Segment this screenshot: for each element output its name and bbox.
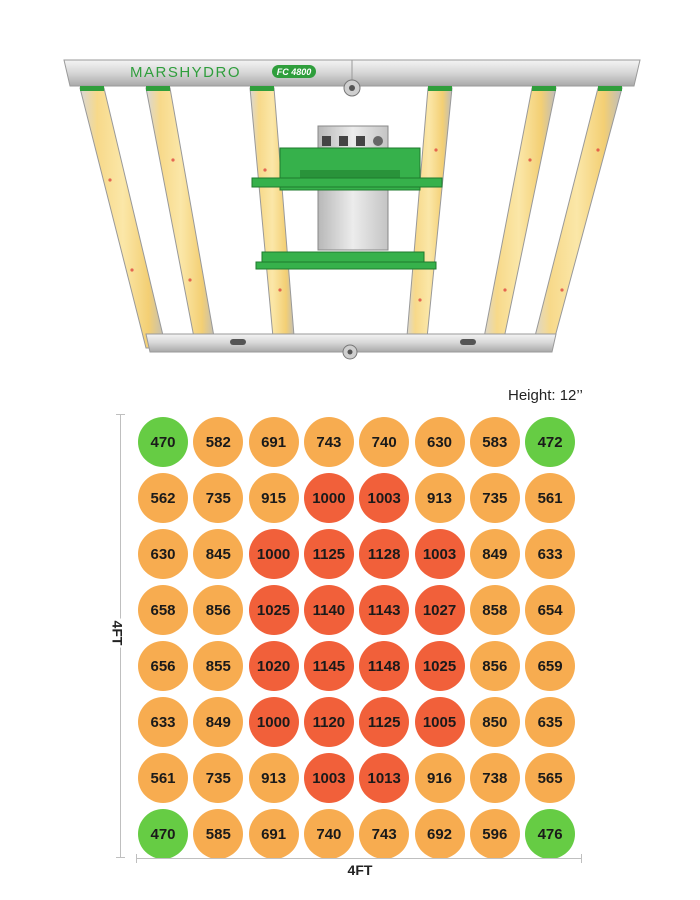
ppfd-value-cell: 691 [248, 809, 299, 859]
ppfd-value-cell: 583 [469, 417, 520, 467]
ppfd-value-cell: 738 [469, 753, 520, 803]
ppfd-value-cell: 658 [138, 585, 188, 635]
width-label: 4FT [340, 862, 380, 878]
ppfd-value-cell: 1143 [359, 585, 410, 635]
ppfd-value-cell: 1148 [359, 641, 410, 691]
ppfd-value-cell: 633 [525, 529, 576, 579]
top-frame-rail [63, 59, 641, 97]
ppfd-value-cell: 735 [193, 753, 244, 803]
ppfd-value-cell: 856 [193, 585, 244, 635]
ppfd-value-cell: 735 [469, 473, 520, 523]
ppfd-value-cell: 1025 [414, 641, 465, 691]
ppfd-value-cell: 470 [138, 417, 188, 467]
ppfd-value-cell: 630 [138, 529, 188, 579]
ppfd-value-cell: 849 [469, 529, 520, 579]
ppfd-value-cell: 1128 [359, 529, 410, 579]
ppfd-value-cell: 630 [414, 417, 465, 467]
ppfd-value-cell: 1120 [303, 697, 354, 747]
ppfd-value-cell: 850 [469, 697, 520, 747]
led-bars [79, 86, 623, 349]
ppfd-value-cell: 476 [525, 809, 576, 859]
ppfd-value-cell: 740 [303, 809, 354, 859]
ppfd-value-cell: 633 [138, 697, 188, 747]
ppfd-value-cell: 1000 [248, 529, 299, 579]
ppfd-value-cell: 1027 [414, 585, 465, 635]
ppfd-value-cell: 845 [193, 529, 244, 579]
brand-name: MARSHYDRO [130, 64, 241, 81]
ppfd-value-cell: 585 [193, 809, 244, 859]
ppfd-value-cell: 1140 [303, 585, 354, 635]
ppfd-value-cell: 691 [248, 417, 299, 467]
ppfd-value-cell: 1125 [303, 529, 354, 579]
ppfd-value-cell: 1003 [359, 473, 410, 523]
ppfd-value-cell: 915 [248, 473, 299, 523]
ppfd-value-cell: 1013 [359, 753, 410, 803]
ppfd-value-cell: 1003 [303, 753, 354, 803]
ppfd-value-cell: 561 [138, 753, 188, 803]
ppfd-value-cell: 916 [414, 753, 465, 803]
ppfd-value-cell: 596 [469, 809, 520, 859]
height-label: Height: 12’’ [508, 387, 583, 404]
ppfd-value-cell: 561 [525, 473, 576, 523]
ppfd-value-cell: 1000 [248, 697, 299, 747]
ppfd-value-cell: 1025 [248, 585, 299, 635]
ppfd-value-cell: 692 [414, 809, 465, 859]
ppfd-value-cell: 858 [469, 585, 520, 635]
depth-label: 4FT [109, 618, 126, 648]
driver-box [251, 125, 443, 270]
ppfd-value-cell: 470 [138, 809, 188, 859]
ppfd-value-cell: 740 [359, 417, 410, 467]
bottom-frame-rail [145, 333, 557, 360]
brand-logo: MARSHYDRO FC 4800 [130, 64, 316, 81]
ppfd-value-cell: 743 [303, 417, 354, 467]
ppfd-value-cell: 1000 [303, 473, 354, 523]
ppfd-value-cell: 656 [138, 641, 188, 691]
ppfd-value-cell: 635 [525, 697, 576, 747]
ppfd-value-cell: 562 [138, 473, 188, 523]
ppfd-value-cell: 472 [525, 417, 576, 467]
ppfd-value-cell: 735 [193, 473, 244, 523]
ppfd-value-cell: 565 [525, 753, 576, 803]
ppfd-value-cell: 1005 [414, 697, 465, 747]
ppfd-value-cell: 582 [193, 417, 244, 467]
ppfd-value-cell: 913 [248, 753, 299, 803]
grow-light-fixture: MARSHYDRO FC 4800 [63, 59, 641, 360]
ppfd-value-cell: 913 [414, 473, 465, 523]
ppfd-value-cell: 1020 [248, 641, 299, 691]
ppfd-value-cell: 1003 [414, 529, 465, 579]
ppfd-value-cell: 855 [193, 641, 244, 691]
ppfd-value-cell: 743 [359, 809, 410, 859]
ppfd-value-cell: 659 [525, 641, 576, 691]
ppfd-value-cell: 654 [525, 585, 576, 635]
width-dimension-line [136, 854, 582, 863]
model-badge: FC 4800 [277, 67, 312, 77]
ppfd-value-cell: 1125 [359, 697, 410, 747]
ppfd-value-cell: 849 [193, 697, 244, 747]
ppfd-value-cell: 1145 [303, 641, 354, 691]
ppfd-value-cell: 856 [469, 641, 520, 691]
